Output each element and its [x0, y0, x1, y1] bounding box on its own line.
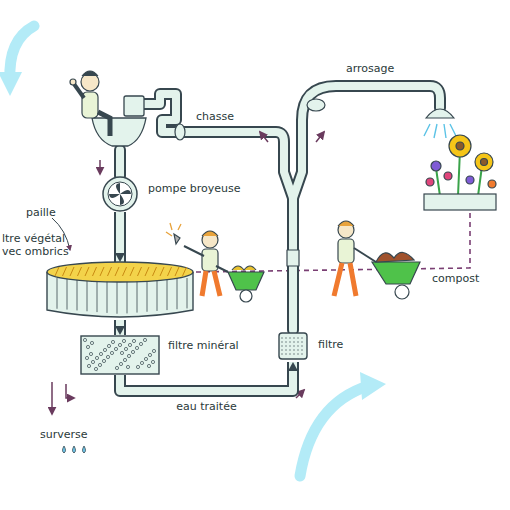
pipe-connector [115, 320, 125, 335]
spark [166, 223, 181, 236]
component-node: filtre minéral [80, 335, 160, 375]
person-wheelbarrow [334, 221, 420, 299]
component-node: ltre végétal vec ombrics [45, 262, 195, 320]
pipe-fill [116, 320, 124, 335]
pipe-fill [116, 212, 124, 262]
component-node: filtre [278, 330, 308, 362]
flow-label: compost [432, 272, 479, 285]
component-shape [102, 176, 138, 212]
component-shape [278, 330, 308, 362]
flow-label: chasse [196, 110, 234, 123]
pipe-outline [114, 212, 126, 262]
pipe-outline [114, 320, 126, 335]
component-label: filtre [318, 338, 343, 351]
component-shape [80, 335, 160, 375]
component-label: pompe broyeuse [148, 182, 240, 195]
shower [424, 109, 456, 138]
pipe-connector [115, 212, 125, 262]
component-label: ltre végétal vec ombrics [2, 232, 76, 258]
arrowhead [115, 253, 125, 262]
component-label: filtre minéral [168, 339, 239, 352]
arrowhead [115, 326, 125, 335]
toilet [92, 96, 146, 146]
flow-label: surverse [40, 428, 88, 441]
person-seated [70, 71, 110, 136]
compost-route [196, 212, 470, 272]
arrowhead [288, 362, 298, 371]
flow-label: paille [26, 206, 56, 219]
planter [424, 135, 496, 210]
edge-label: eau traitée [176, 400, 236, 413]
flow-label: arrosage [346, 62, 394, 75]
drops [63, 446, 86, 453]
component-shape [45, 262, 195, 320]
component-node: pompe broyeuse [102, 176, 138, 212]
cycle-arrowhead [0, 72, 386, 400]
